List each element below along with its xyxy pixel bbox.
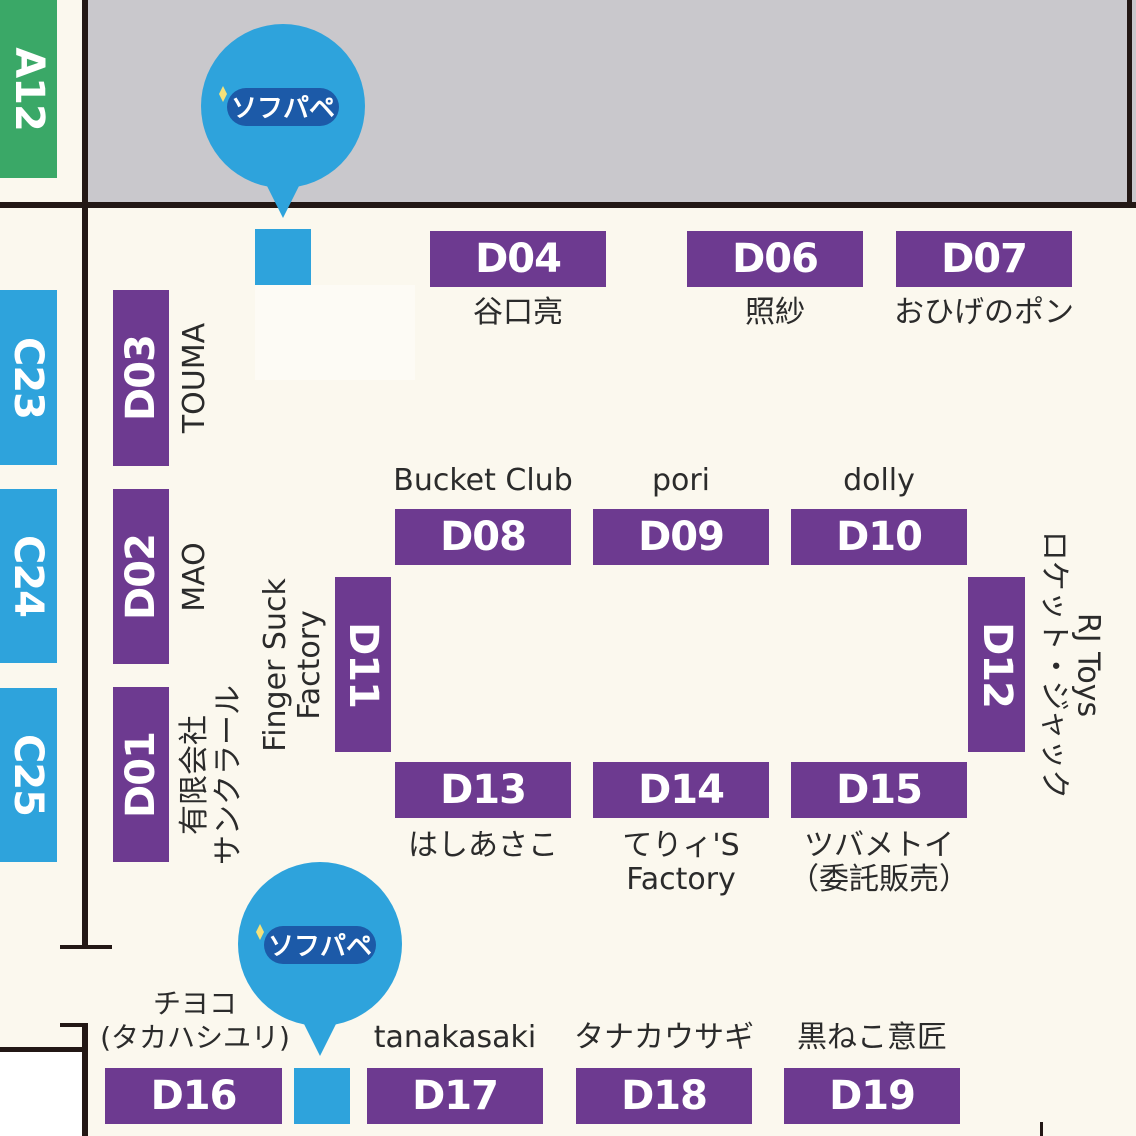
outside-area bbox=[0, 1052, 82, 1136]
exhibitor-name: RJ Toys ロケット・ジャック bbox=[1036, 530, 1105, 799]
marker-booth-spot[interactable] bbox=[255, 229, 311, 285]
booth-id: D13 bbox=[440, 767, 527, 813]
booth-id: D14 bbox=[638, 767, 725, 813]
booth-c23[interactable]: C23 bbox=[0, 290, 57, 465]
booth-d07[interactable]: D07 bbox=[896, 231, 1072, 287]
wall-top bbox=[0, 202, 1136, 208]
booth-id: D11 bbox=[340, 621, 386, 708]
wall-lower bbox=[82, 1023, 88, 1136]
booth-label-d03: TOUMA bbox=[175, 290, 215, 466]
booth-d13[interactable]: D13 bbox=[395, 762, 571, 818]
exhibitor-name: 有限会社 サンクラール bbox=[177, 684, 246, 865]
booth-label-d12: RJ Toys ロケット・ジャック bbox=[1030, 530, 1110, 799]
booth-d14[interactable]: D14 bbox=[593, 762, 769, 818]
booth-d02[interactable]: D02 bbox=[113, 489, 169, 664]
exhibitor-name: MAO bbox=[177, 541, 212, 612]
booth-label-d02: MAO bbox=[175, 489, 215, 664]
booth-id: D08 bbox=[440, 514, 527, 560]
booth-id: D10 bbox=[836, 514, 923, 560]
booth-id: D01 bbox=[118, 731, 164, 818]
map-pin-icon[interactable]: ソフパペ bbox=[201, 24, 365, 220]
booth-id: A12 bbox=[5, 47, 52, 131]
booth-d19[interactable]: D19 bbox=[784, 1068, 960, 1124]
booth-label-d07: おひげのポン bbox=[894, 295, 1074, 330]
booth-id: D04 bbox=[475, 236, 562, 282]
booth-d10[interactable]: D10 bbox=[791, 509, 967, 565]
booth-d01[interactable]: D01 bbox=[113, 687, 169, 862]
booth-d18[interactable]: D18 bbox=[576, 1068, 752, 1124]
booth-c24[interactable]: C24 bbox=[0, 489, 57, 663]
booth-id: C25 bbox=[5, 733, 52, 817]
booth-d06[interactable]: D06 bbox=[687, 231, 863, 287]
booth-id: D18 bbox=[621, 1073, 708, 1119]
booth-id: D07 bbox=[941, 236, 1028, 282]
booth-label-d18: タナカウサギ bbox=[574, 1020, 754, 1055]
booth-id: D17 bbox=[412, 1073, 499, 1119]
exhibitor-name: Finger Suck Factory bbox=[258, 577, 327, 752]
booth-d16[interactable]: D16 bbox=[105, 1068, 282, 1124]
booth-id: D16 bbox=[150, 1073, 238, 1119]
booth-id: D03 bbox=[118, 335, 164, 421]
booth-id: C23 bbox=[5, 336, 52, 419]
wall-bottom bbox=[0, 1047, 86, 1052]
booth-label-d17: tanakasaki bbox=[373, 1020, 537, 1055]
booth-id: C24 bbox=[5, 534, 52, 618]
booth-label-d06: 照紗 bbox=[745, 295, 805, 330]
booth-d03[interactable]: D03 bbox=[113, 290, 169, 466]
logo-text: ソフパペ bbox=[268, 932, 372, 962]
wall-cap-lower bbox=[60, 1023, 87, 1027]
booth-label-d19: 黒ねこ意匠 bbox=[797, 1020, 947, 1055]
open-space bbox=[255, 285, 415, 380]
exhibitor-name: TOUMA bbox=[177, 322, 212, 434]
booth-c25[interactable]: C25 bbox=[0, 688, 57, 862]
booth-d04[interactable]: D04 bbox=[430, 231, 606, 287]
wall-tick bbox=[1040, 1122, 1043, 1136]
booth-id: D12 bbox=[973, 621, 1020, 708]
booth-label-d15: ツバメトイ （委託販売） bbox=[789, 828, 969, 897]
booth-id: D06 bbox=[732, 236, 819, 282]
booth-id: D19 bbox=[829, 1073, 916, 1119]
booth-d17[interactable]: D17 bbox=[367, 1068, 543, 1124]
booth-label-d13: はしあさこ bbox=[408, 828, 558, 863]
booth-label-d14: てりィ'S Factory bbox=[622, 828, 740, 897]
booth-label-d01: 有限会社 サンクラール bbox=[172, 684, 252, 865]
booth-label-d11: Finger Suck Factory bbox=[255, 577, 331, 752]
booth-d08[interactable]: D08 bbox=[395, 509, 571, 565]
booth-d15[interactable]: D15 bbox=[791, 762, 967, 818]
booth-id: D02 bbox=[118, 533, 164, 620]
wall-cap bbox=[60, 945, 112, 949]
marker-booth-spot[interactable] bbox=[294, 1068, 350, 1124]
wall-right bbox=[1127, 0, 1132, 205]
booth-d09[interactable]: D09 bbox=[593, 509, 769, 565]
map-pin-icon[interactable]: ソフパペ bbox=[238, 862, 402, 1058]
booth-d12[interactable]: D12 bbox=[968, 577, 1025, 752]
booth-id: D15 bbox=[836, 767, 923, 813]
logo-text: ソフパペ bbox=[231, 94, 335, 124]
booth-label-d16: チヨコ (タカハシユリ) bbox=[100, 987, 290, 1054]
booth-label-d08: Bucket Club bbox=[393, 463, 573, 498]
booth-a12[interactable]: A12 bbox=[0, 0, 57, 178]
booth-label-d10: dolly bbox=[843, 463, 915, 498]
booth-d11[interactable]: D11 bbox=[335, 577, 391, 752]
booth-id: D09 bbox=[638, 514, 725, 560]
booth-label-d09: pori bbox=[651, 463, 711, 498]
wall-left bbox=[82, 0, 88, 948]
booth-label-d04: 谷口亮 bbox=[473, 295, 563, 330]
